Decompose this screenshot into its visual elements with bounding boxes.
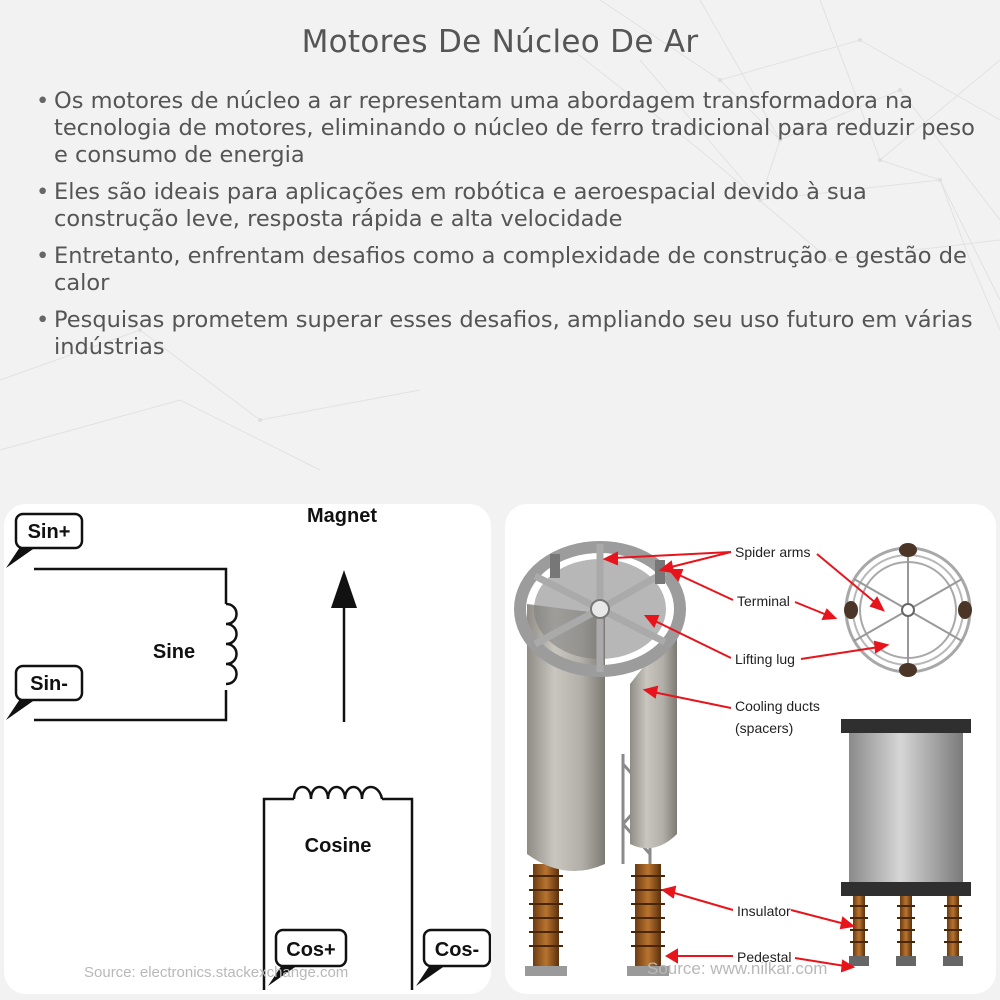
reactor-diagram-card: Spider arms Terminal Lifting lug Cooling…	[505, 504, 996, 994]
bullet-item: Entretanto, enfrentam desafios como a co…	[30, 243, 975, 297]
label-lifting-lug: Lifting lug	[735, 651, 795, 667]
cos-minus-tag: Cos-	[416, 928, 491, 986]
sin-plus-label: Sin+	[28, 521, 71, 543]
label-insulator: Insulator	[737, 903, 791, 919]
magnet-label: Magnet	[307, 505, 377, 527]
label-cooling-ducts: Cooling ducts	[735, 698, 820, 714]
air-core-reactor-illustration: Spider arms Terminal Lifting lug Cooling…	[514, 541, 972, 976]
sin-plus-tag: Sin+	[6, 512, 84, 568]
source-credit-right: Source: www.nilkar.com	[647, 959, 828, 978]
page-title: Motores De Núcleo De Ar	[301, 24, 699, 60]
sin-minus-label: Sin-	[30, 673, 68, 695]
cos-plus-label: Cos+	[286, 939, 335, 961]
resolver-diagram-card: Sin+ Sin- Sine Magnet Cosine Cos+	[4, 504, 491, 994]
cosine-coil	[292, 785, 384, 800]
sin-minus-tag: Sin-	[6, 664, 84, 720]
bullet-list: Os motores de núcleo a ar representam um…	[30, 88, 975, 371]
label-cooling-ducts-spacers: (spacers)	[735, 720, 793, 736]
resolver-schematic: Sin+ Sin- Sine Magnet Cosine Cos+	[6, 505, 491, 990]
sine-label: Sine	[153, 641, 195, 663]
magnet-arrow-head	[331, 570, 357, 608]
cos-minus-label: Cos-	[435, 939, 479, 961]
bullet-item: Eles são ideais para aplicações em robót…	[30, 179, 975, 233]
reactor-3d-view	[514, 541, 686, 976]
reactor-top-view	[844, 543, 972, 677]
bullet-item: Pesquisas prometem superar esses desafio…	[30, 307, 975, 361]
reactor-side-view	[841, 719, 971, 966]
sine-coil	[225, 602, 238, 686]
label-terminal: Terminal	[737, 593, 790, 609]
label-spider-arms: Spider arms	[735, 544, 810, 560]
cosine-label: Cosine	[305, 835, 372, 857]
label-pedestal: Pedestal	[737, 949, 791, 965]
source-credit-left: Source: electronics.stackexchange.com	[84, 964, 349, 981]
bullet-item: Os motores de núcleo a ar representam um…	[30, 88, 975, 169]
cos-plus-tag: Cos+	[268, 928, 348, 986]
callout-arrows	[602, 551, 890, 973]
